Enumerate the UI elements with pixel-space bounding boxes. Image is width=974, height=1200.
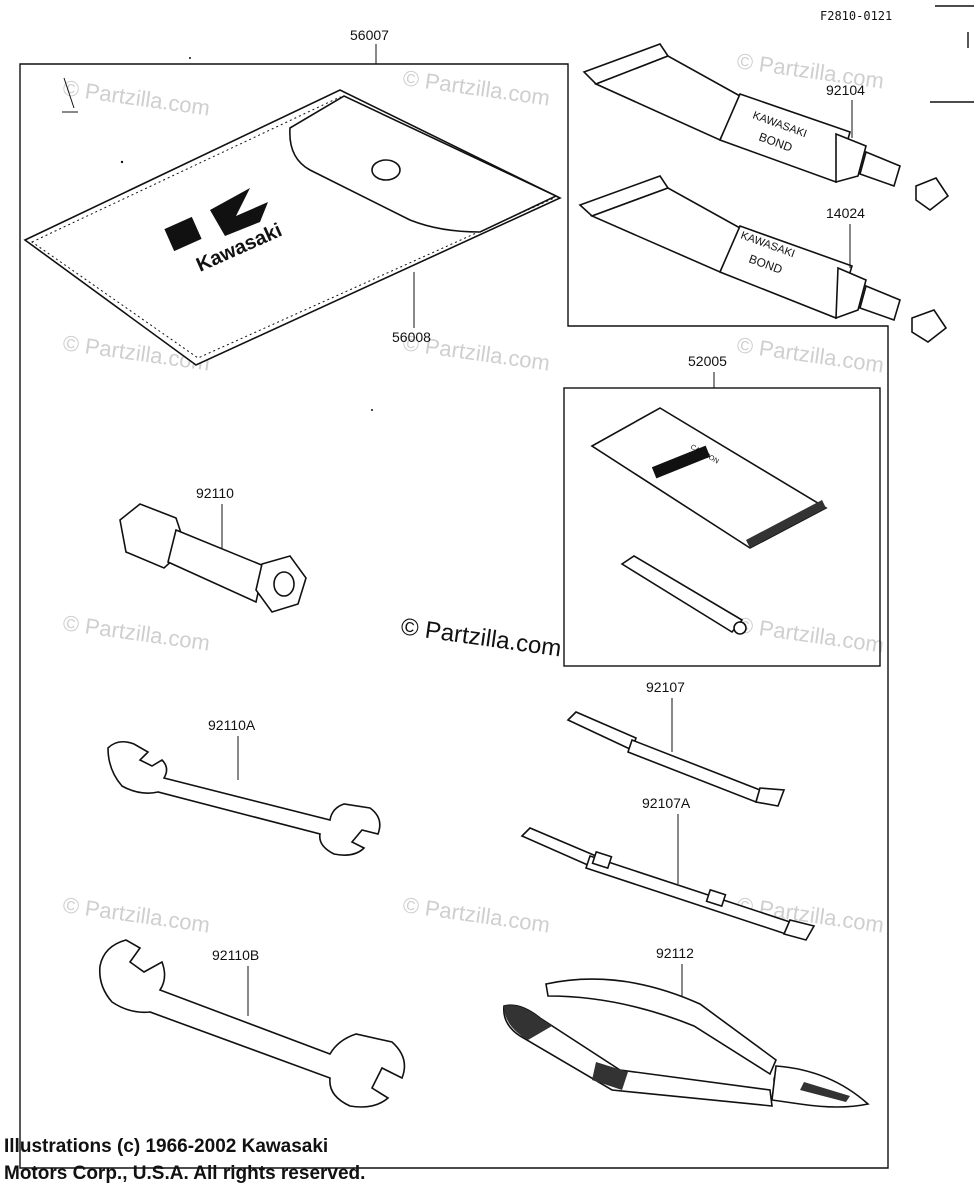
speck-marks	[62, 57, 373, 411]
label-52005: 52005	[688, 353, 727, 369]
label-92107A: 92107A	[642, 795, 691, 811]
label-92112: 92112	[656, 945, 694, 961]
watermark: © Partzilla.com	[401, 892, 551, 937]
patch-kit-envelope: CAUTION	[590, 407, 828, 549]
watermark: © Partzilla.com	[735, 332, 885, 377]
patch-kit-box	[563, 387, 881, 667]
label-92110A: 92110A	[208, 717, 256, 733]
label-56008: 56008	[392, 329, 431, 345]
screwdriver-double	[520, 827, 816, 941]
label-56007: 56007	[350, 27, 389, 43]
watermark: © Partzilla.com	[401, 65, 551, 110]
label-92104: 92104	[826, 82, 865, 98]
open-end-wrench-b	[98, 939, 406, 1108]
figure-id: F2810-0121	[820, 9, 892, 23]
bond-tube-upper: KAWASAKI BOND	[582, 43, 950, 211]
center-watermark: © Partzilla.com	[399, 613, 563, 662]
label-92110: 92110	[196, 485, 234, 501]
open-end-wrench-a	[107, 740, 381, 856]
copyright-line-1: Illustrations (c) 1966-2002 Kawasaki	[4, 1136, 329, 1157]
bond-tube-lower: KAWASAKI BOND	[578, 175, 948, 343]
watermark: © Partzilla.com	[61, 892, 211, 937]
label-14024: 14024	[826, 205, 865, 221]
socket-wrench	[119, 503, 307, 613]
patch-kit-tube	[620, 555, 747, 635]
watermark: © Partzilla.com	[61, 75, 211, 120]
label-92107: 92107	[646, 679, 685, 695]
watermark: © Partzilla.com	[735, 612, 885, 657]
pliers	[503, 978, 870, 1108]
copyright-line-2: Motors Corp., U.S.A. All rights reserved…	[4, 1163, 366, 1184]
label-92110B: 92110B	[212, 947, 259, 963]
watermark: © Partzilla.com	[61, 610, 211, 655]
tool-pouch: Kawasaki	[23, 89, 562, 366]
screwdriver	[566, 711, 786, 807]
tool-kit-frame	[19, 63, 889, 1169]
